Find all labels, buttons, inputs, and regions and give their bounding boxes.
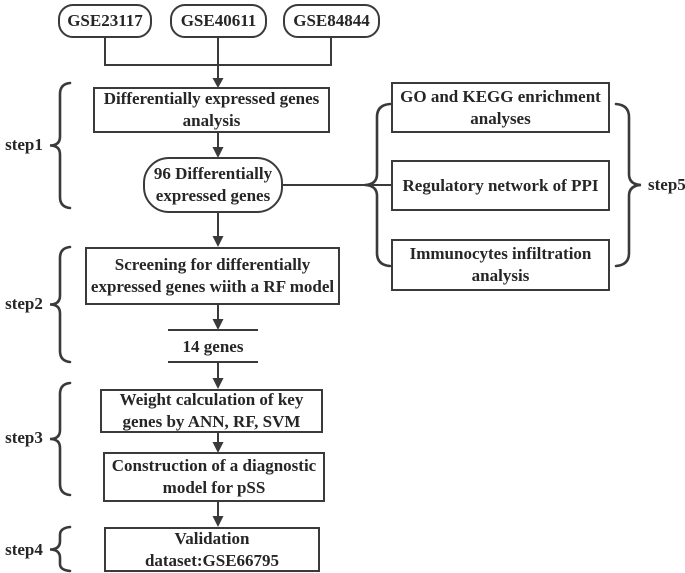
top-connector — [104, 38, 332, 66]
node-screening-rf: Screening for differentially expressed g… — [85, 247, 340, 305]
96-deg-line2: expressed genes — [155, 186, 271, 205]
construction-line2: model for pSS — [162, 478, 266, 497]
node-gse84844: GSE84844 — [283, 4, 380, 38]
node-construction-model: Construction of a diagnostic model for p… — [103, 452, 325, 502]
immunocytes-line2: analysis — [471, 266, 530, 285]
arrow-weight-to-construction — [212, 433, 224, 453]
node-96-deg: 96 Differentially expressed genes — [143, 157, 283, 213]
brace-step2 — [49, 245, 72, 364]
immunocytes-line1: Immunocytes infiltration — [409, 244, 592, 263]
node-gse23117-label: GSE23117 — [67, 11, 143, 30]
node-weight-calculation: Weight calculation of key genes by ANN, … — [100, 389, 323, 433]
deg-analysis-line1: Differentially expressed genes — [103, 89, 320, 108]
deg-analysis-line2: analysis — [182, 111, 241, 130]
label-step5: step5 — [648, 175, 685, 194]
14-genes-label: 14 genes — [182, 336, 244, 356]
validation-line2: dataset:GSE66795 — [144, 550, 280, 570]
weight-line1: Weight calculation of key — [119, 390, 304, 409]
arrow-deg96-to-screening — [212, 213, 224, 247]
brace-step1 — [49, 81, 72, 210]
validation-line1: Validation — [174, 528, 250, 548]
node-immunocytes: Immunocytes infiltration analysis — [391, 239, 610, 291]
node-gse23117: GSE23117 — [58, 4, 152, 38]
node-validation: Validation dataset:GSE66795 — [104, 527, 320, 572]
go-kegg-line2: analyses — [470, 108, 531, 128]
arrow-screening-to-14genes — [212, 305, 224, 330]
construction-line1: Construction of a diagnostic — [111, 456, 317, 475]
node-gse40611-label: GSE40611 — [180, 11, 257, 30]
arrow-datasets-to-deg-analysis — [212, 65, 224, 88]
node-gse84844-label: GSE84844 — [293, 11, 370, 30]
ppi-network-line1: Regulatory network of PPI — [402, 175, 599, 195]
label-step2: step2 — [5, 294, 43, 313]
brace-step5 — [614, 102, 642, 268]
go-kegg-line1: GO and KEGG enrichment — [400, 86, 601, 106]
brace-step4 — [49, 525, 72, 573]
arrow-deg-analysis-to-deg96 — [212, 133, 224, 158]
label-step1: step1 — [5, 135, 43, 154]
screening-line2: expressed genes wiith a RF model — [90, 277, 335, 296]
node-14-genes: 14 genes — [168, 329, 258, 363]
node-ppi-network: Regulatory network of PPI — [391, 160, 610, 211]
arrow-14genes-to-weight — [212, 363, 224, 389]
node-go-kegg: GO and KEGG enrichment analyses — [391, 82, 610, 133]
screening-line1: Screening for differentially — [114, 255, 311, 274]
label-step4: step4 — [5, 540, 43, 559]
node-gse40611: GSE40611 — [170, 4, 267, 38]
arrow-construction-to-validation — [212, 502, 224, 527]
brace-step3 — [49, 381, 72, 497]
node-deg-analysis: Differentially expressed genes analysis — [93, 87, 330, 133]
weight-line2: genes by ANN, RF, SVM — [122, 412, 301, 431]
brace-analyses-left — [364, 102, 392, 268]
label-step3: step3 — [5, 428, 43, 447]
96-deg-line1: 96 Differentially — [153, 164, 273, 183]
